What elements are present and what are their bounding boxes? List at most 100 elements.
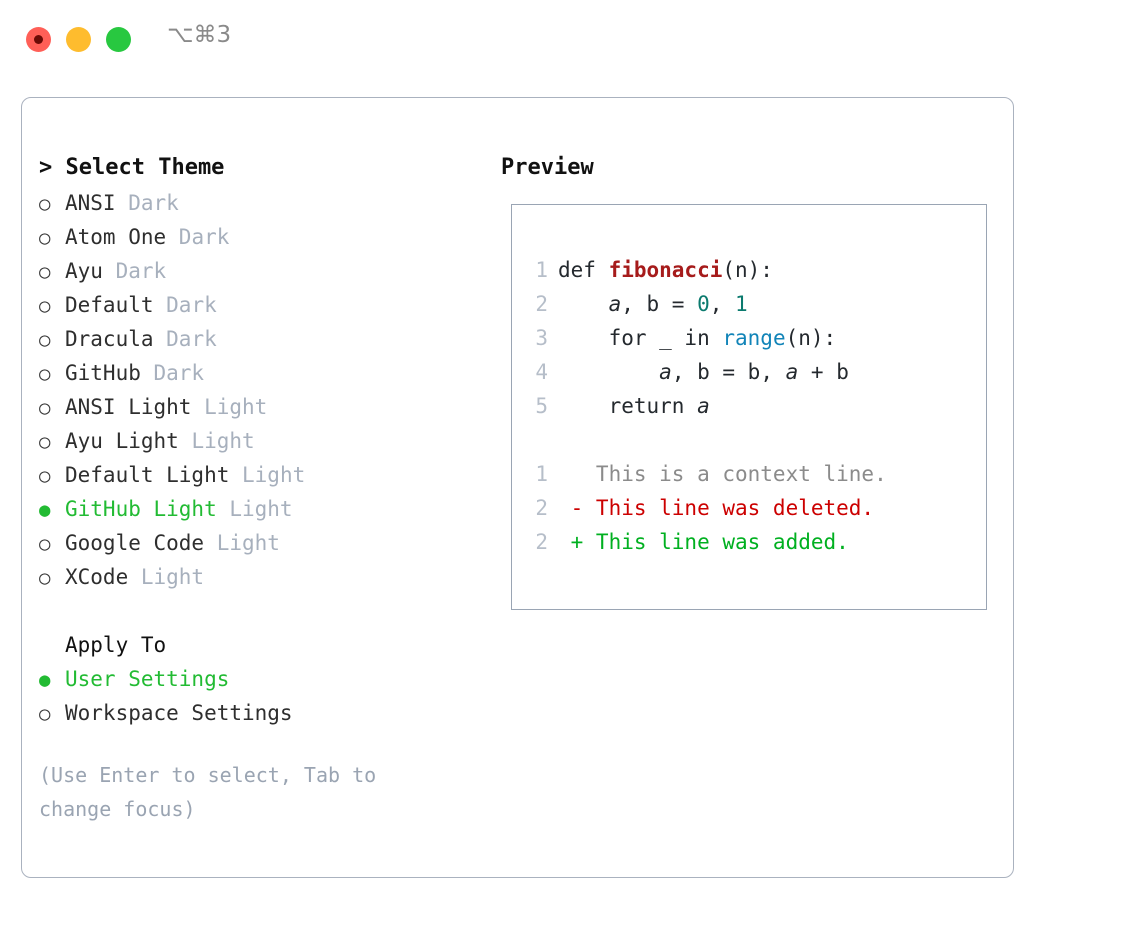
code-text: (n): xyxy=(785,326,837,350)
keyboard-shortcut-label: ⌥⌘3 xyxy=(167,22,232,48)
close-window-button[interactable] xyxy=(26,27,51,52)
apply-to-heading: Apply To xyxy=(65,633,167,657)
theme-list-item[interactable]: ○ XCode Light xyxy=(39,560,469,594)
theme-list-item[interactable]: ○ Ayu Light Light xyxy=(39,424,469,458)
radio-unselected-icon: ○ xyxy=(39,363,51,385)
window-title-bar: ⌥⌘3 xyxy=(0,0,1140,78)
code-call-name: range xyxy=(722,326,786,350)
theme-list-item[interactable]: ○ Default Dark xyxy=(39,288,469,322)
theme-variant-tag: Dark xyxy=(153,327,217,351)
theme-name-label: GitHub Light xyxy=(65,497,217,521)
code-line-number: 2 xyxy=(535,292,548,316)
code-text: + b xyxy=(798,360,849,384)
apply-to-label: Workspace Settings xyxy=(65,701,293,725)
theme-name-label: Dracula xyxy=(65,327,154,351)
theme-name-label: Ayu xyxy=(65,259,103,283)
diff-line-number: 2 xyxy=(535,496,548,520)
diff-spacer xyxy=(526,423,978,457)
theme-list[interactable]: ○ANSI Dark○Atom One Dark○Ayu Dark○Defaul… xyxy=(39,186,469,594)
theme-variant-tag: Dark xyxy=(166,225,230,249)
select-theme-heading: > Select Theme xyxy=(39,155,225,180)
theme-variant-tag: Light xyxy=(128,565,205,589)
apply-to-option[interactable]: ● User Settings xyxy=(39,662,469,696)
theme-variant-tag: Dark xyxy=(115,191,179,215)
code-text xyxy=(558,360,659,384)
code-text: , b = xyxy=(621,292,698,316)
code-variable: a xyxy=(608,292,622,316)
radio-unselected-icon: ○ xyxy=(39,533,51,555)
theme-list-item[interactable]: ○ANSI Light Light xyxy=(39,390,469,424)
radio-unselected-icon: ○ xyxy=(39,193,51,215)
code-line: 5 return a xyxy=(526,389,978,423)
theme-variant-tag: Light xyxy=(191,395,268,419)
main-panel: > Select Theme ○ANSI Dark○Atom One Dark○… xyxy=(21,97,1014,878)
minimize-window-button[interactable] xyxy=(66,27,91,52)
diff-line: 1 This is a context line. xyxy=(526,457,978,491)
apply-to-label: User Settings xyxy=(65,667,230,691)
radio-unselected-icon: ○ xyxy=(39,329,51,351)
maximize-window-button[interactable] xyxy=(106,27,131,52)
diff-line-added: + This line was added. xyxy=(558,530,849,554)
theme-name-label: XCode xyxy=(65,565,129,589)
theme-name-label: Default xyxy=(65,293,154,317)
code-text: , xyxy=(709,292,736,316)
code-number: 1 xyxy=(735,292,748,316)
radio-selected-icon: ● xyxy=(39,499,51,521)
apply-to-list[interactable]: ● User Settings ○ Workspace Settings xyxy=(39,662,469,730)
theme-list-item[interactable]: ○Default Light Light xyxy=(39,458,469,492)
theme-variant-tag: Dark xyxy=(153,293,217,317)
theme-list-item[interactable]: ○ Atom One Dark xyxy=(39,220,469,254)
diff-line-number: 2 xyxy=(535,530,548,554)
code-variable: a xyxy=(785,360,799,384)
code-line-number: 4 xyxy=(535,360,548,384)
theme-variant-tag: Dark xyxy=(102,259,167,283)
code-text xyxy=(558,292,609,316)
radio-unselected-icon: ○ xyxy=(39,567,51,589)
diff-line-deleted: - This line was deleted. xyxy=(558,496,875,520)
diff-line-context: This is a context line. xyxy=(558,462,887,486)
keyboard-hint-text: (Use Enter to select, Tab to change focu… xyxy=(39,763,377,821)
theme-name-label: GitHub xyxy=(65,361,141,385)
theme-list-item[interactable]: ○ Ayu Dark xyxy=(39,254,469,288)
radio-unselected-icon: ○ xyxy=(39,703,51,725)
apply-to-option[interactable]: ○ Workspace Settings xyxy=(39,696,469,730)
theme-list-item[interactable]: ○ Dracula Dark xyxy=(39,322,469,356)
code-number: 0 xyxy=(697,292,710,316)
theme-name-label: Ayu Light xyxy=(65,429,179,453)
radio-unselected-icon: ○ xyxy=(39,431,51,453)
diff-line-number: 1 xyxy=(535,462,548,486)
theme-name-label: ANSI Light xyxy=(65,395,192,419)
theme-list-item[interactable]: ○ Google Code Light xyxy=(39,526,469,560)
code-text: return xyxy=(558,394,698,418)
theme-list-item[interactable]: ○ ANSI Dark xyxy=(39,186,469,220)
preview-heading: Preview xyxy=(501,155,594,180)
code-text: (n): xyxy=(722,258,773,282)
code-line: 2 a, b = 0, 1 xyxy=(526,287,978,321)
theme-variant-tag: Dark xyxy=(140,361,205,385)
code-line-number: 5 xyxy=(535,394,548,418)
code-variable: a xyxy=(697,394,710,418)
theme-picker-column: > Select Theme ○ANSI Dark○Atom One Dark○… xyxy=(39,150,469,826)
theme-variant-tag: Light xyxy=(204,531,280,555)
theme-name-label: ANSI xyxy=(65,191,116,215)
theme-name-label: Google Code xyxy=(65,531,205,555)
theme-variant-tag: Light xyxy=(178,429,255,453)
code-line: 3 for _ in range(n): xyxy=(526,321,978,355)
radio-unselected-icon: ○ xyxy=(39,227,51,249)
radio-unselected-icon: ○ xyxy=(39,295,51,317)
radio-unselected-icon: ○ xyxy=(39,465,51,487)
code-function-name: fibonacci xyxy=(608,258,723,282)
section-spacer xyxy=(39,594,469,628)
theme-name-label: Atom One xyxy=(65,225,167,249)
code-line-number: 1 xyxy=(535,258,548,282)
theme-list-item[interactable]: ○ GitHub Dark xyxy=(39,356,469,390)
diff-sample: 1 This is a context line.2 - This line w… xyxy=(526,457,978,559)
diff-line: 2 - This line was deleted. xyxy=(526,491,978,525)
radio-unselected-icon: ○ xyxy=(39,261,51,283)
theme-list-item[interactable]: ●GitHub Light Light xyxy=(39,492,469,526)
radio-selected-icon: ● xyxy=(39,669,51,691)
